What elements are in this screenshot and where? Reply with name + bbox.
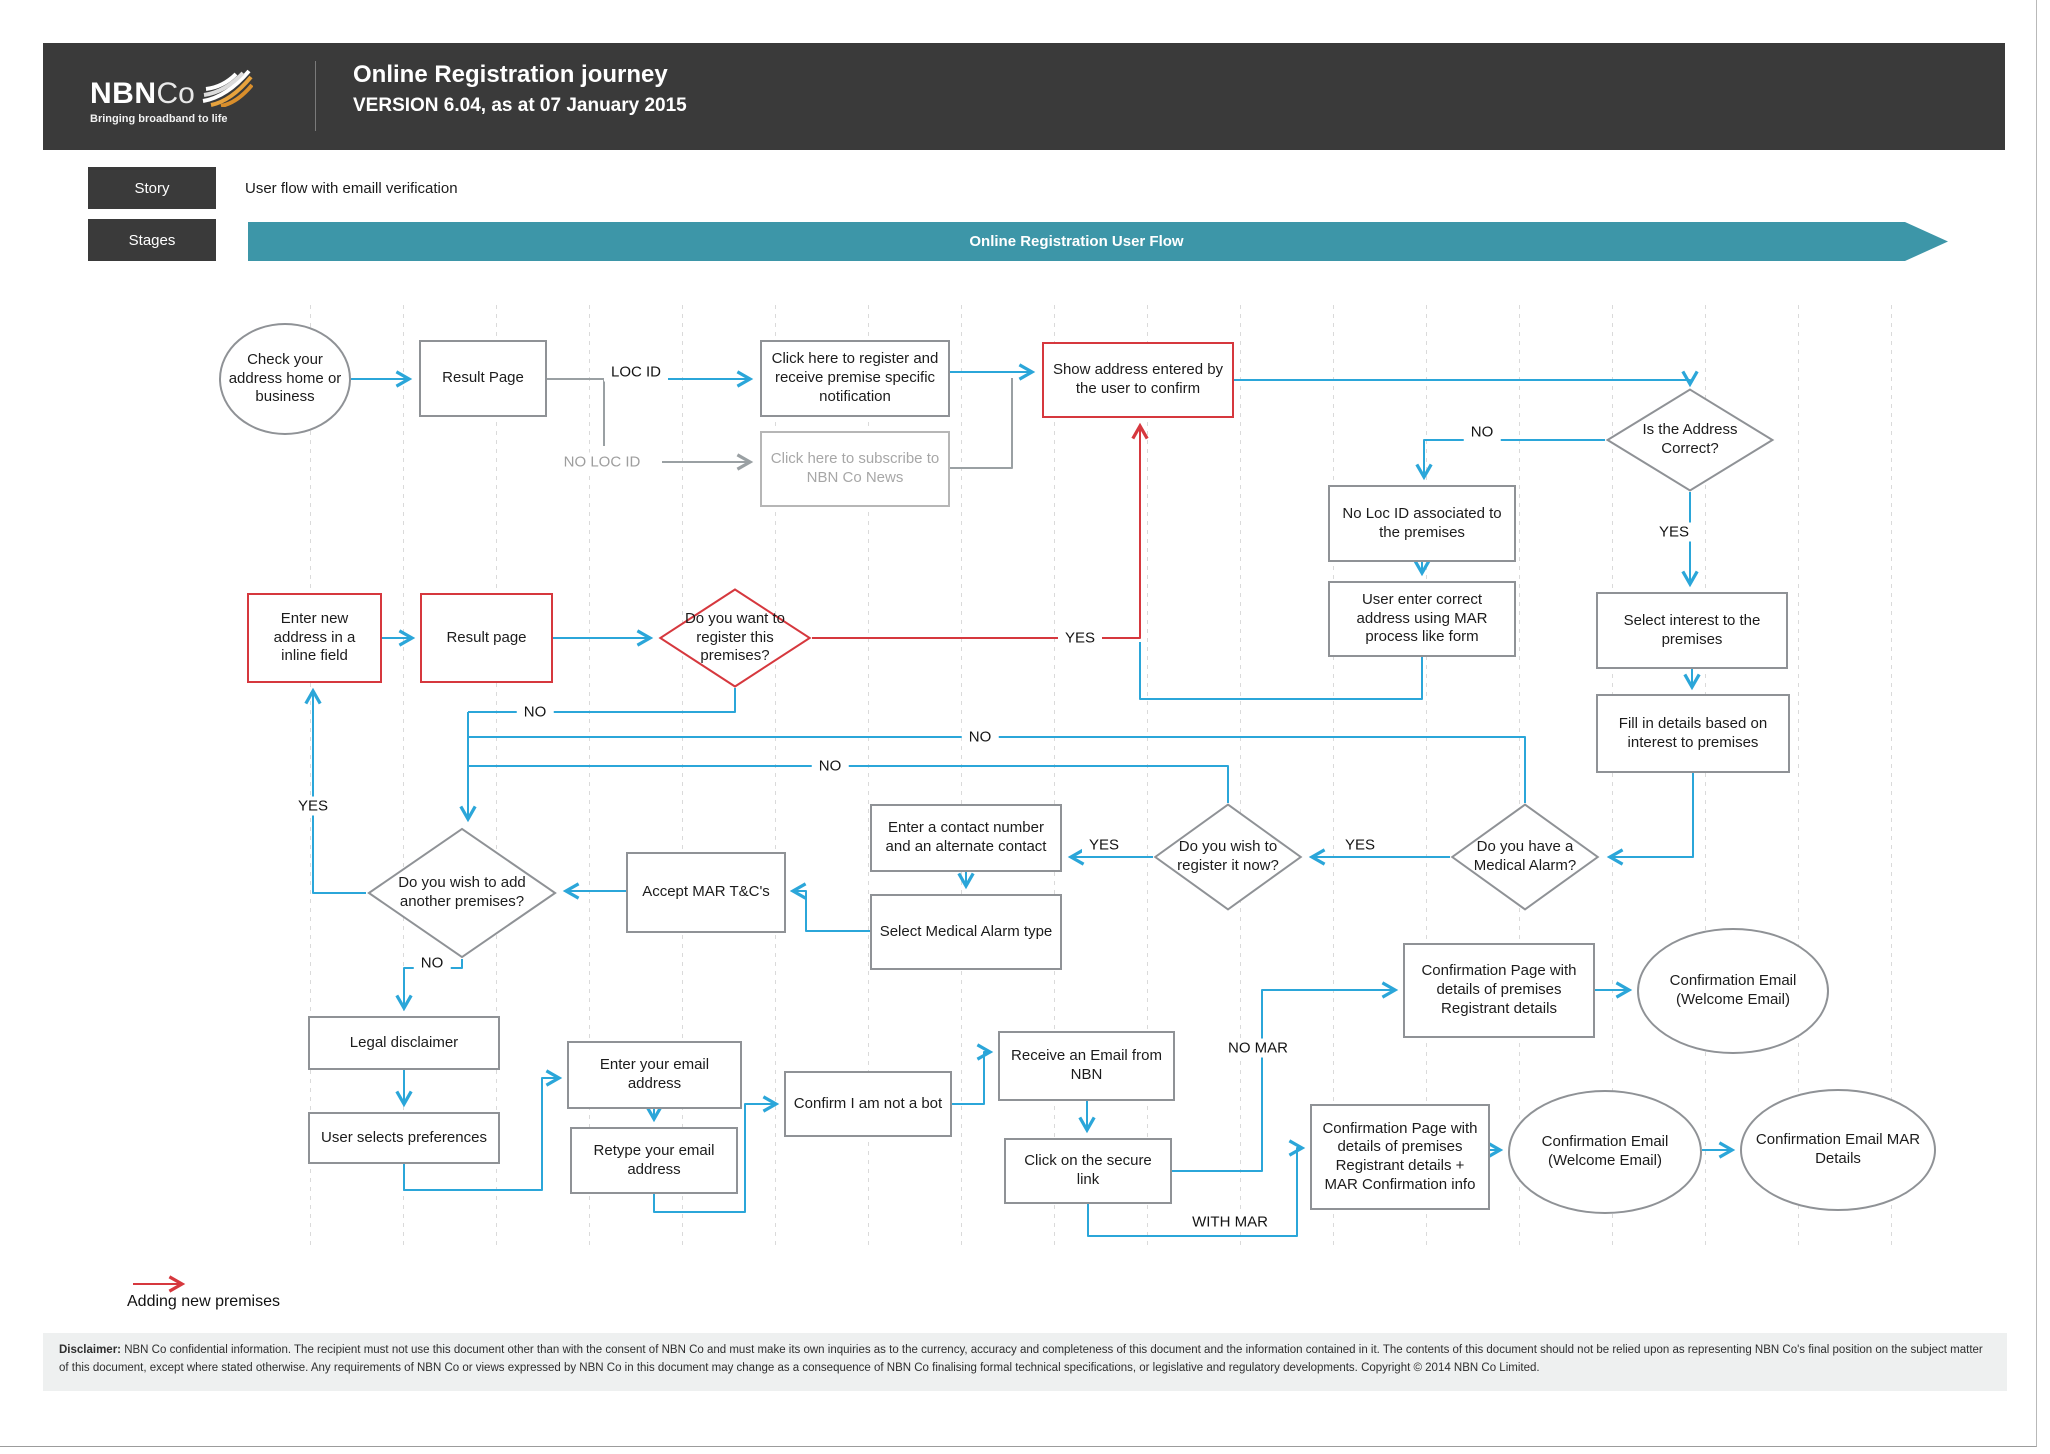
story-button[interactable]: Story [88,167,216,209]
edge-label-add-yes: YES [290,796,336,816]
node-label: Do you have a Medical Alarm? [1473,838,1577,874]
disclaimer-body: NBN Co confidential information. The rec… [59,1344,1983,1374]
node-label: Receive an Email from NBN [1011,1047,1162,1083]
edge-label-loc-id: LOC ID [603,362,669,382]
node-confirm-not-bot: Confirm I am not a bot [784,1071,952,1137]
story-caption: User flow with emaill verification [245,180,458,197]
node-label: Enter new address in a inline field [273,609,356,665]
stage-banner: Online Registration User Flow [248,222,1948,261]
edge-label-address-no: NO [1463,422,1501,442]
node-fill-details: Fill in details based on interest to pre… [1596,694,1790,773]
node-label: Click here to subscribe to NBN Co News [770,450,940,486]
node-select-alarm-type: Select Medical Alarm type [870,894,1062,970]
node-confirmation-email-mar: Confirmation Email MAR Details [1740,1089,1936,1211]
node-register-notification: Click here to register and receive premi… [760,340,950,417]
logo-tagline: Bringing broadband to life [90,113,228,125]
node-label: Select interest to the premises [1623,611,1761,648]
node-label: Check your address home or business [228,350,342,406]
node-label: Result Page [442,369,524,387]
node-label: Confirmation Email MAR Details [1755,1131,1921,1167]
node-label: User enter correct address using MAR pro… [1356,590,1488,646]
node-user-selects-preferences: User selects preferences [308,1112,500,1164]
node-no-loc-id: No Loc ID associated to the premises [1328,485,1516,562]
decision-register-now: Do you wish to register it now? [1153,803,1303,911]
decision-add-another-premises: Do you wish to add another premises? [366,827,558,959]
node-select-interest: Select interest to the premises [1596,592,1788,669]
node-enter-new-address: Enter new address in a inline field [247,593,382,683]
logo-swoosh-icon [202,69,253,107]
node-result-page-2: Result page [420,593,553,683]
node-label: Confirmation Email (Welcome Email) [1541,1133,1669,1169]
node-check-address: Check your address home or business [219,323,351,435]
node-receive-email: Receive an Email from NBN [998,1031,1175,1101]
logo-text: NBN [90,77,157,110]
node-label: No Loc ID associated to the premises [1342,504,1502,541]
node-label: User selects preferences [321,1128,487,1146]
node-result-page-1: Result Page [419,340,547,417]
node-label: Enter a contact number and an alternate … [885,819,1047,855]
edge-label-now-no: NO [811,756,849,776]
edge-label-alarm-no: NO [961,727,999,747]
node-label: Do you want to register this premises? [684,609,786,665]
node-label: Show address entered by the user to conf… [1052,361,1224,397]
edge-label-now-yes: YES [1081,835,1127,855]
edge-label-no-mar: NO MAR [1221,1038,1295,1058]
node-accept-mar: Accept MAR T&C's [626,852,786,933]
node-legal-disclaimer: Legal disclaimer [308,1016,500,1070]
node-confirmation-page-mar: Confirmation Page with details of premis… [1310,1104,1490,1210]
node-label: Do you wish to add another premises? [398,874,526,910]
node-label: Is the Address Correct? [1642,421,1738,457]
node-label: Select Medical Alarm type [879,922,1053,940]
node-confirmation-page-no-mar: Confirmation Page with details of premis… [1403,943,1595,1038]
stages-button[interactable]: Stages [88,219,216,261]
node-click-secure-link: Click on the secure link [1004,1138,1172,1204]
node-label: Confirmation Email (Welcome Email) [1669,972,1797,1008]
node-label: Click here to register and receive premi… [771,350,939,405]
edge-label-with-mar: WITH MAR [1185,1212,1275,1232]
node-label: Confirmation Page with details of premis… [1322,1119,1478,1193]
node-confirmation-email-welcome-2: Confirmation Email (Welcome Email) [1508,1090,1702,1214]
node-subscribe-news: Click here to subscribe to NBN Co News [760,431,950,507]
node-label: Confirm I am not a bot [793,1094,943,1112]
node-user-enter-correct: User enter correct address using MAR pro… [1328,581,1516,657]
node-enter-contact: Enter a contact number and an alternate … [870,804,1062,872]
page-title: Online Registration journey [353,61,668,88]
node-show-address: Show address entered by the user to conf… [1042,342,1234,418]
decision-register-premises: Do you want to register this premises? [658,588,812,688]
node-label: Result page [446,628,527,646]
node-label: Enter your email address [599,1056,710,1092]
header-divider [315,61,316,131]
node-label: Accept MAR T&C's [642,883,770,901]
node-label: Click on the secure link [1024,1152,1152,1188]
edge-label-register-yes: YES [1057,628,1103,648]
node-label: Legal disclaimer [349,1033,459,1051]
node-confirmation-email-welcome-1: Confirmation Email (Welcome Email) [1637,928,1829,1054]
page-version: VERSION 6.04, as at 07 January 2015 [353,95,687,116]
edge-label-alarm-yes: YES [1337,835,1383,855]
node-retype-email: Retype your email address [570,1127,738,1194]
node-enter-email: Enter your email address [567,1041,742,1109]
node-label: Do you wish to register it now? [1177,838,1279,874]
node-label: Fill in details based on interest to pre… [1618,714,1768,751]
disclaimer-prefix: Disclaimer: [59,1344,122,1356]
edge-label-register-no: NO [516,702,554,722]
edge-label-address-yes: YES [1651,522,1697,542]
edge-label-add-no: NO [413,953,451,973]
disclaimer-text: Disclaimer: NBN Co confidential informat… [43,1333,2007,1391]
legend-adding-new-premises: Adding new premises [127,1293,280,1310]
decision-medical-alarm: Do you have a Medical Alarm? [1450,803,1600,911]
decision-is-address-correct: Is the Address Correct? [1605,388,1775,492]
node-label: Confirmation Page with details of premis… [1421,962,1577,1017]
node-label: Retype your email address [593,1141,715,1178]
edge-label-no-loc-id: NO LOC ID [556,452,648,472]
